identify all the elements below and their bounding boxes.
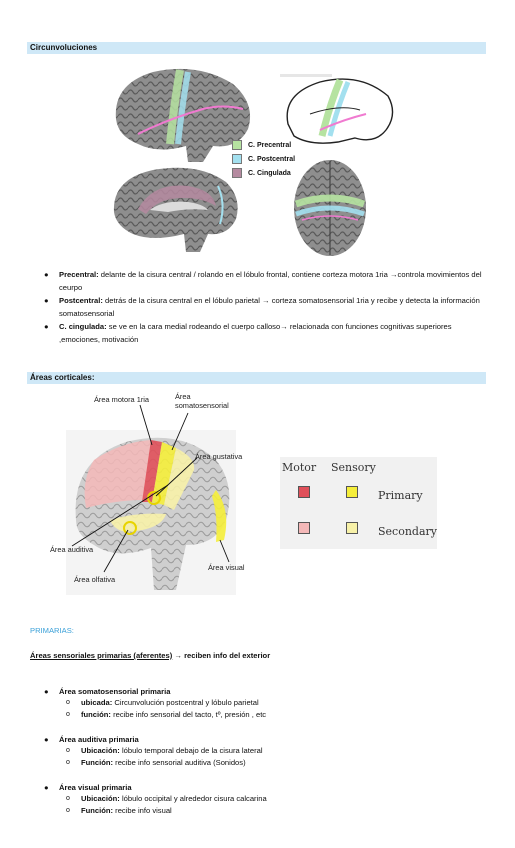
circle-bullet: o	[66, 699, 70, 706]
circle-bullet: o	[66, 711, 70, 718]
label-area-olfativa: Área olfativa	[74, 575, 116, 584]
label-area-somatosensorial: Área somatosensorial	[175, 392, 229, 410]
legend-item-precentral: C. Precentral	[232, 138, 302, 152]
bullet-dot: ●	[44, 270, 49, 279]
row-somato-ubicada: o ubicada: Circunvolución postcentral y …	[66, 698, 259, 707]
bullet-dot: ●	[44, 687, 49, 696]
circle-bullet: o	[66, 747, 70, 754]
label-area-gustativa: Área gustativa	[195, 452, 243, 461]
legend-label-primary: Primary	[378, 489, 423, 502]
gyri-legend: C. Precentral C. Postcentral C. Cingulad…	[232, 138, 302, 180]
item-somatosensorial: ● Área somatosensorial primaria	[44, 686, 484, 699]
row-auditiva-funcion: o Función: recibe info sensorial auditiv…	[66, 758, 246, 767]
swatch-sensory-secondary	[346, 522, 358, 534]
row-somato-funcion: o función: recibe info sensorial del tac…	[66, 710, 267, 719]
swatch-sensory-primary	[346, 486, 358, 498]
section-header-circunvoluciones: Circunvoluciones	[27, 42, 486, 54]
circle-bullet: o	[66, 759, 70, 766]
swatch-motor-secondary	[298, 522, 310, 534]
brain-lateral-illustration	[115, 68, 251, 162]
item-auditiva: ● Área auditiva primaria	[44, 734, 484, 747]
cortical-legend: Motor Sensory Primary Secondary	[280, 457, 437, 549]
legend-header-sensory: Sensory	[331, 461, 376, 474]
label-area-motora: Área motora 1ria	[94, 395, 150, 404]
label-area-auditiva: Área auditiva	[50, 545, 94, 554]
circle-bullet: o	[66, 807, 70, 814]
row-visual-ubicacion: o Ubicación: lóbulo occipital y alrededo…	[66, 794, 267, 803]
row-visual-funcion: o Función: recibe info visual	[66, 806, 172, 815]
item-visual: ● Área visual primaria	[44, 782, 484, 795]
bullet-dot: ●	[44, 322, 49, 331]
row-auditiva-ubicacion: o Ubicación: lóbulo temporal debajo de l…	[66, 746, 263, 755]
label-area-visual: Área visual	[208, 563, 245, 572]
bullet-dot: ●	[44, 735, 49, 744]
legend-swatch-precentral	[232, 140, 242, 150]
bullet-dot: ●	[44, 296, 49, 305]
brain-medial-illustration	[113, 167, 238, 252]
legend-swatch-cingulada	[232, 168, 242, 178]
legend-header-motor: Motor	[282, 461, 317, 474]
brain-outline-illustration	[280, 74, 394, 144]
bullet-precentral: ● Precentral: delante de la cisura centr…	[44, 270, 482, 292]
brain-top-illustration	[294, 160, 366, 256]
primarias-heading: PRIMARIAS:	[30, 626, 74, 635]
cortical-areas-brain-illustration	[66, 430, 236, 595]
bullet-postcentral: ● Postcentral: detrás de la cisura centr…	[44, 296, 480, 318]
legend-item-cingulada: C. Cingulada	[232, 166, 302, 180]
swatch-motor-primary	[298, 486, 310, 498]
legend-swatch-postcentral	[232, 154, 242, 164]
circle-bullet: o	[66, 795, 70, 802]
primarias-subtitle: Áreas sensoriales primarias (aferentes) …	[30, 651, 271, 660]
section-header-areas-corticales: Áreas corticales:	[27, 372, 486, 384]
bullet-cingulada: ● C. cingulada: se ve en la cara medial …	[44, 322, 452, 344]
legend-label-secondary: Secondary	[378, 525, 437, 538]
legend-item-postcentral: C. Postcentral	[232, 152, 302, 166]
bullet-dot: ●	[44, 783, 49, 792]
